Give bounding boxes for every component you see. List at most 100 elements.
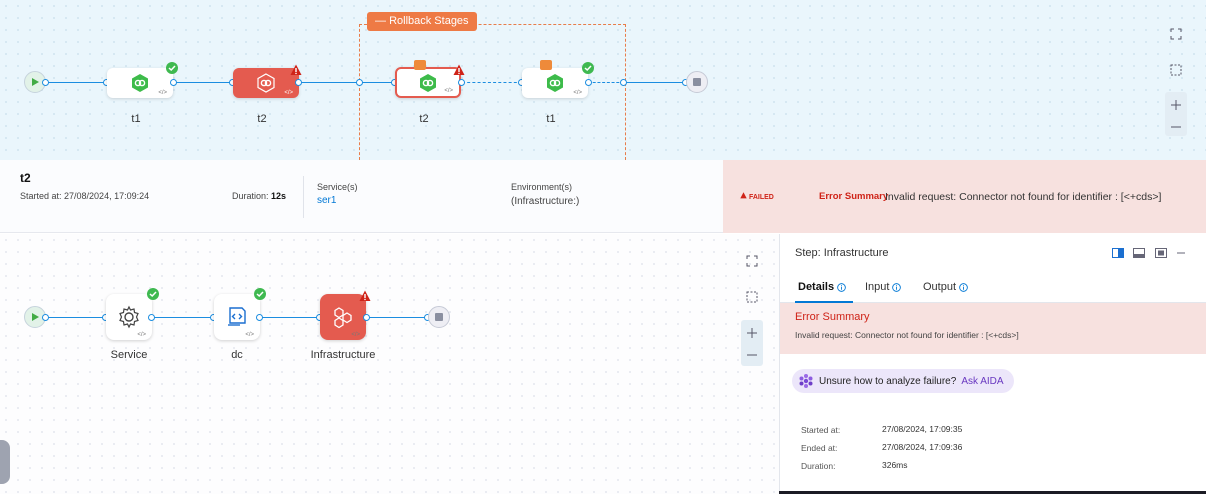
play-icon bbox=[32, 78, 39, 86]
layout-float-icon[interactable] bbox=[1155, 248, 1167, 258]
stage-label: t1 bbox=[131, 113, 141, 125]
services-header: Service(s) bbox=[317, 182, 358, 192]
tab-output[interactable]: Output bbox=[923, 281, 968, 293]
zoom-controls bbox=[1165, 92, 1187, 136]
code-icon: </> bbox=[444, 88, 453, 94]
code-icon: </> bbox=[351, 332, 360, 338]
zoom-out-button[interactable] bbox=[741, 344, 763, 366]
plus-icon bbox=[747, 328, 757, 338]
minus-icon bbox=[747, 354, 757, 356]
rollback-stages-group bbox=[359, 24, 626, 160]
step-node-service[interactable]: </> bbox=[106, 294, 152, 340]
aida-sparkle-icon bbox=[799, 374, 813, 388]
fit-to-screen-button[interactable] bbox=[1165, 23, 1187, 45]
service-link[interactable]: ser1 bbox=[317, 195, 337, 206]
error-summary-label: Error Summary bbox=[819, 191, 889, 202]
expand-icon bbox=[746, 255, 758, 267]
deploy-stage-icon bbox=[257, 73, 275, 93]
stage-info-bar bbox=[0, 160, 723, 233]
rollback-stages-label: Rollback Stages bbox=[389, 15, 469, 27]
zoom-in-button[interactable] bbox=[741, 322, 763, 344]
deploy-stage-icon bbox=[420, 73, 436, 92]
stage-label: t2 bbox=[257, 113, 267, 125]
port bbox=[295, 79, 302, 86]
fit-to-screen-button[interactable] bbox=[741, 250, 763, 272]
step-node-infrastructure[interactable]: </> bbox=[320, 294, 366, 340]
deploy-stage-icon bbox=[547, 74, 563, 92]
step-graph-canvas bbox=[0, 234, 779, 494]
failed-status-text: FAILED bbox=[748, 194, 774, 201]
port bbox=[170, 79, 177, 86]
success-check-icon bbox=[147, 288, 159, 300]
stage-name: t2 bbox=[20, 171, 31, 185]
code-icon: </> bbox=[158, 90, 167, 96]
rollback-stages-toggle[interactable]: — Rollback Stages bbox=[367, 12, 477, 31]
port bbox=[356, 79, 363, 86]
success-check-icon bbox=[582, 62, 594, 74]
pipeline-edge bbox=[298, 82, 395, 83]
port bbox=[585, 79, 592, 86]
aida-prompt: Unsure how to analyze failure? bbox=[819, 375, 957, 387]
step-panel-title: Step: Infrastructure bbox=[795, 247, 889, 259]
ask-aida-chip[interactable]: Unsure how to analyze failure? Ask AIDA bbox=[792, 369, 1014, 393]
ask-aida-link[interactable]: Ask AIDA bbox=[961, 375, 1004, 387]
gear-icon bbox=[119, 305, 139, 329]
marquee-icon bbox=[1170, 64, 1182, 76]
environments-header: Environment(s) bbox=[511, 182, 573, 192]
plus-icon bbox=[1171, 100, 1181, 110]
rollback-stage-node-t2[interactable]: </> bbox=[395, 67, 461, 98]
rollback-edge bbox=[462, 82, 522, 83]
divider bbox=[303, 176, 304, 218]
stage-node-t1[interactable]: </> bbox=[107, 68, 173, 98]
pipeline-edge bbox=[46, 82, 106, 83]
port bbox=[256, 314, 263, 321]
deploy-stage-icon bbox=[132, 74, 148, 92]
select-area-button[interactable] bbox=[1165, 59, 1187, 81]
port bbox=[42, 79, 49, 86]
step-details-panel bbox=[779, 234, 1206, 494]
failed-status-badge: FAILED bbox=[740, 192, 774, 201]
error-summary-text: Invalid request: Connector not found for… bbox=[885, 191, 1162, 203]
layout-bottom-icon[interactable] bbox=[1133, 248, 1145, 258]
zoom-controls bbox=[741, 320, 763, 366]
info-icon bbox=[892, 282, 902, 292]
stage-label: t1 bbox=[546, 113, 556, 125]
pipeline-edge bbox=[174, 82, 234, 83]
zoom-out-button[interactable] bbox=[1165, 116, 1187, 138]
step-node-dc[interactable]: </> bbox=[214, 294, 260, 340]
zoom-in-button[interactable] bbox=[1165, 94, 1187, 116]
port bbox=[458, 79, 465, 86]
layout-right-icon[interactable] bbox=[1112, 248, 1124, 258]
success-check-icon bbox=[254, 288, 266, 300]
step-label: Infrastructure bbox=[310, 349, 376, 361]
port bbox=[148, 314, 155, 321]
ended-at-value: 27/08/2024, 17:09:36 bbox=[882, 442, 963, 452]
code-icon: </> bbox=[573, 90, 582, 96]
info-icon bbox=[837, 282, 846, 292]
expand-side-panel-handle[interactable] bbox=[0, 440, 10, 484]
success-check-icon bbox=[166, 62, 178, 74]
rollback-edge bbox=[588, 82, 624, 83]
stage-started-at: Started at: 27/08/2024, 17:09:24 bbox=[20, 191, 150, 201]
marquee-icon bbox=[746, 291, 758, 303]
select-area-button[interactable] bbox=[741, 286, 763, 308]
pipeline-edge bbox=[624, 82, 686, 83]
infrastructure-icon bbox=[334, 307, 352, 329]
info-icon bbox=[959, 282, 968, 292]
step-edge bbox=[261, 317, 321, 318]
rollback-stage-node-t1[interactable]: </> bbox=[522, 68, 588, 98]
stage-duration: Duration: 12s bbox=[232, 191, 286, 201]
port bbox=[42, 314, 49, 321]
duration-label: Duration: bbox=[232, 191, 269, 201]
tab-label: Input bbox=[865, 281, 890, 293]
minimize-icon[interactable] bbox=[1176, 248, 1186, 258]
warning-icon bbox=[453, 64, 465, 75]
code-icon: </> bbox=[284, 90, 293, 96]
active-tab-indicator bbox=[795, 301, 853, 303]
error-summary-banner bbox=[723, 160, 1206, 233]
stage-node-t2[interactable]: </> bbox=[233, 68, 299, 98]
tab-input[interactable]: Input bbox=[865, 281, 902, 293]
tab-details[interactable]: Details bbox=[798, 281, 846, 293]
step-error-title: Error Summary bbox=[795, 311, 870, 323]
